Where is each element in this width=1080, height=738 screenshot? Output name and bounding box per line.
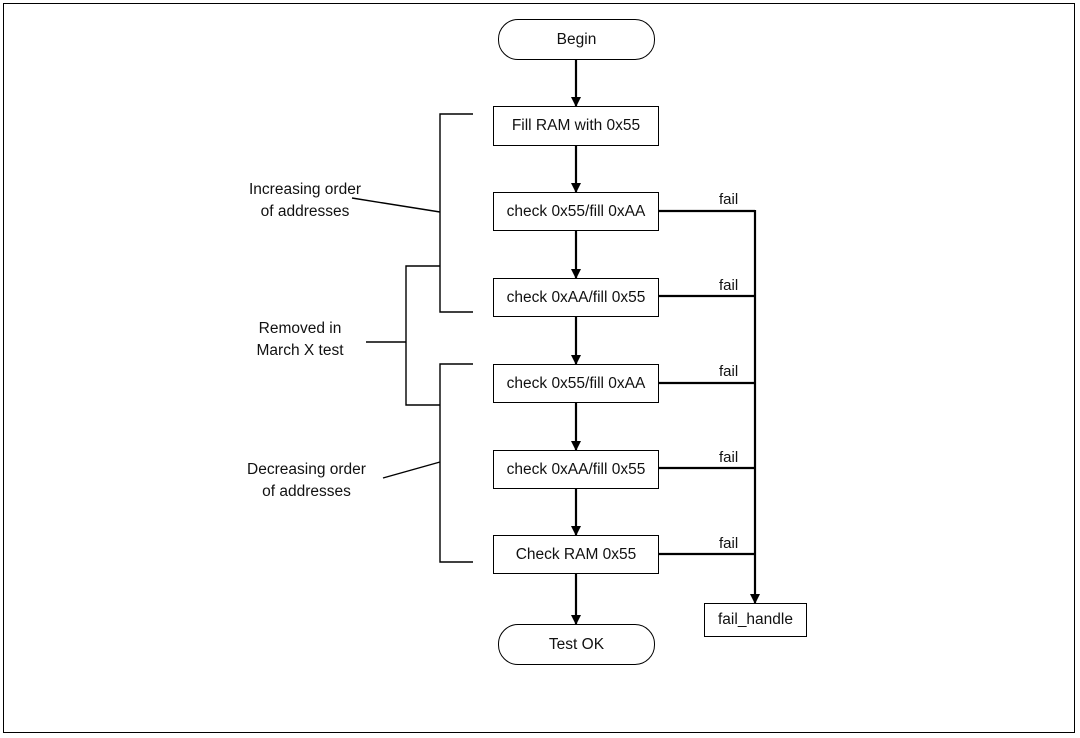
decreasing-order-note: Decreasing order of addresses — [229, 459, 384, 503]
note-line: of addresses — [260, 203, 350, 220]
note-line: March X test — [256, 342, 344, 359]
check-ram-step: Check RAM 0x55 — [493, 535, 659, 574]
begin-terminal: Begin — [498, 19, 655, 60]
fail-label: fail — [719, 535, 739, 552]
test-ok-terminal: Test OK — [498, 624, 655, 665]
fill-ram-step: Fill RAM with 0x55 — [493, 106, 659, 146]
check-aa-fill-55-step: check 0xAA/fill 0x55 — [493, 450, 659, 489]
fail-label: fail — [719, 449, 739, 466]
note-line: Decreasing order — [247, 461, 366, 478]
note-line: Increasing order — [248, 181, 361, 198]
note-line: of addresses — [262, 483, 351, 500]
check-55-fill-aa-step: check 0x55/fill 0xAA — [493, 364, 659, 403]
check-aa-fill-55-step: check 0xAA/fill 0x55 — [493, 278, 659, 317]
removed-note: Removed in March X test — [240, 318, 360, 362]
fail-label: fail — [719, 363, 739, 380]
fail-handle-box: fail_handle — [704, 603, 807, 637]
bracket-decreasing — [439, 363, 473, 563]
bracket-removed — [405, 265, 440, 406]
increasing-order-note: Increasing order of addresses — [230, 179, 380, 223]
note-line: Removed in — [258, 320, 342, 337]
check-55-fill-aa-step: check 0x55/fill 0xAA — [493, 192, 659, 231]
diagram-frame — [3, 3, 1075, 733]
bracket-increasing — [439, 113, 473, 313]
pointer-decreasing — [382, 461, 441, 479]
fail-label: fail — [719, 191, 739, 208]
pointer-increasing — [351, 197, 441, 213]
fail-label: fail — [719, 277, 739, 294]
